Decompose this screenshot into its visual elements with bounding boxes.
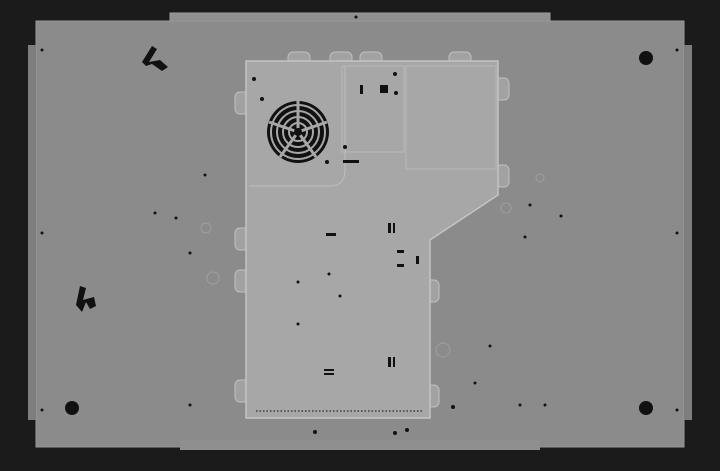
bottom-tab — [180, 440, 540, 450]
foot-hole — [639, 401, 653, 415]
foot-hole — [65, 401, 79, 415]
right-edge — [684, 45, 692, 420]
mounting-clip — [76, 286, 96, 312]
screw-holes — [40, 15, 679, 435]
housing-slots — [324, 85, 419, 375]
left-edge — [28, 45, 36, 420]
fan-compartment-outline — [249, 66, 346, 187]
mounting-clip — [142, 46, 168, 71]
foot-hole — [639, 51, 653, 65]
board-outline — [341, 65, 405, 153]
molded-bosses — [200, 173, 545, 358]
board-outline — [405, 65, 497, 170]
fan-grille-icon — [267, 101, 329, 163]
